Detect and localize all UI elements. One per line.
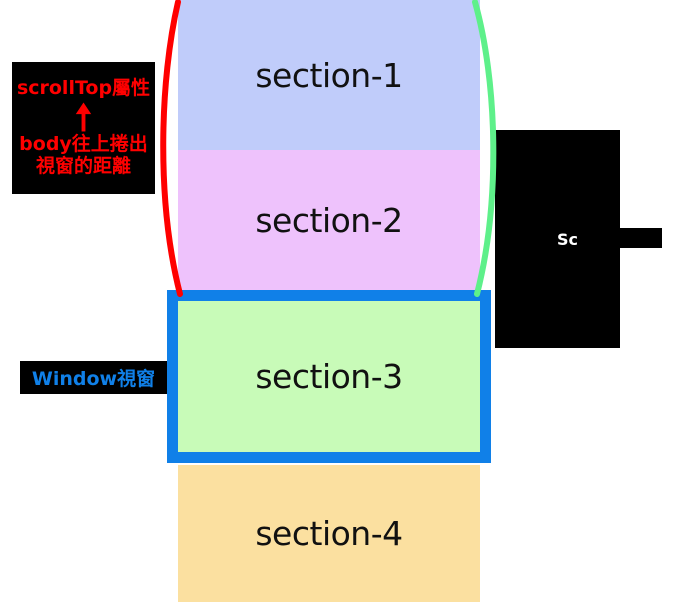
- section-2-label: section-2: [255, 200, 403, 240]
- scrolltop-desc-line-1: body往上捲出: [19, 132, 148, 155]
- section-4-label: section-4: [255, 514, 403, 553]
- section-3-label: section-3: [255, 357, 403, 396]
- scrolltop-callout: scrollTop屬性 body往上捲出 視窗的距離: [12, 62, 155, 194]
- section-1-block: section-1: [178, 0, 480, 150]
- scrolltop-desc-line-2: 視窗的距離: [35, 155, 131, 178]
- section-4-block: section-4: [178, 465, 480, 602]
- scroll-height-label: Sc: [557, 229, 579, 249]
- section-3-block: section-3: [178, 301, 480, 452]
- section-2-block: section-2: [178, 150, 480, 290]
- section-1-label: section-1: [255, 55, 403, 95]
- up-arrow-icon: [75, 102, 92, 132]
- window-viewport-label: Window視窗: [31, 368, 156, 390]
- scroll-height-redaction-bar: [577, 228, 662, 248]
- scrolltop-title: scrollTop屬性: [16, 76, 151, 99]
- window-viewport-callout: Window視窗: [20, 361, 167, 394]
- window-viewport-frame: section-3: [167, 290, 491, 463]
